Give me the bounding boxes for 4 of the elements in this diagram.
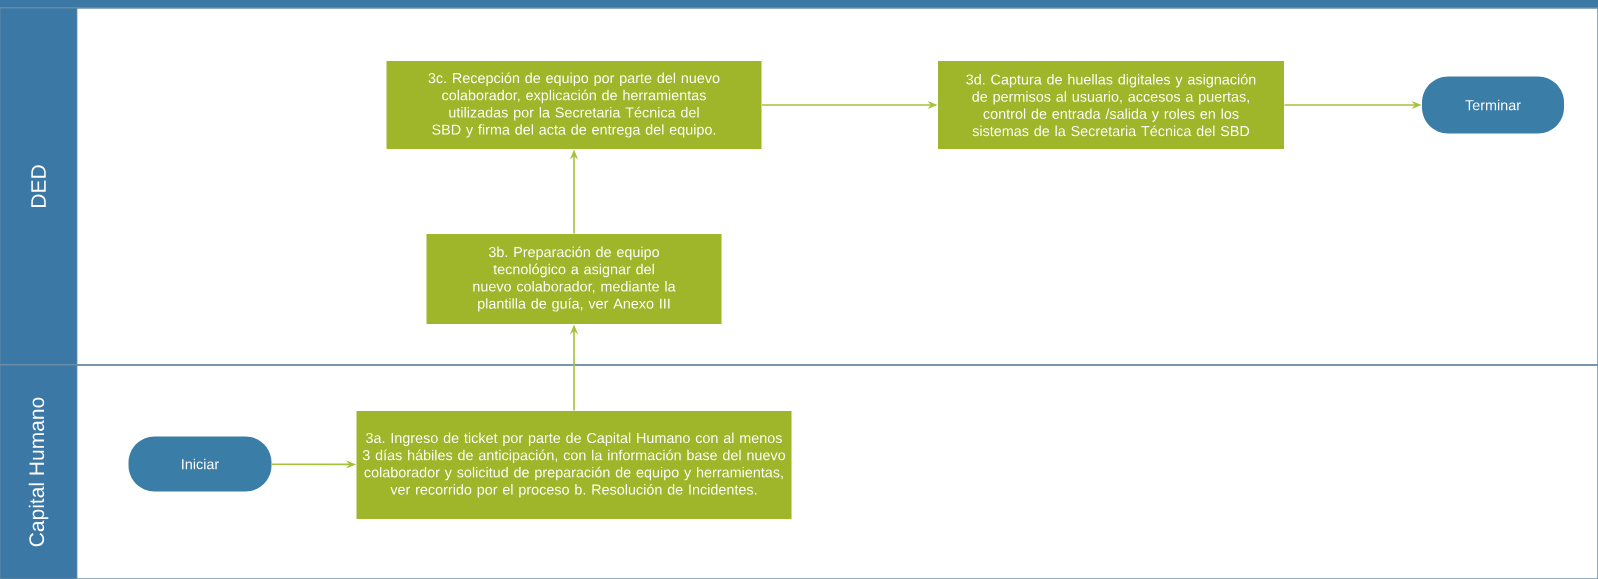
process-box: 3d. Captura de huellas digitales y asignación de permisos al usuario, accesos a puertas, control de entrada /salida y roles en los sistemas de la Secretaria Técnica del SBD [938,61,1284,149]
process-box: 3c. Recepción de equipo por parte del nuevo colaborador, explicación de herramientas utilizadas por la Secretaria Técnica del SBD y firma del acta de entrega del equipo. [386,61,762,149]
process-box: 3a. Ingreso de ticket por parte de Capital Humano con al menos 3 días hábiles de anticipación, con la información base del nuevo colaborador y solicitud de preparación de equipo y herramientas, ver recorrido por el proceso b. Resolución de Incidentes. [356,411,792,519]
process-box: 3b. Preparación de equipo tecnológico a asignar del nuevo colaborador, mediante la plantilla de guía, ver Anexo III [426,234,722,324]
